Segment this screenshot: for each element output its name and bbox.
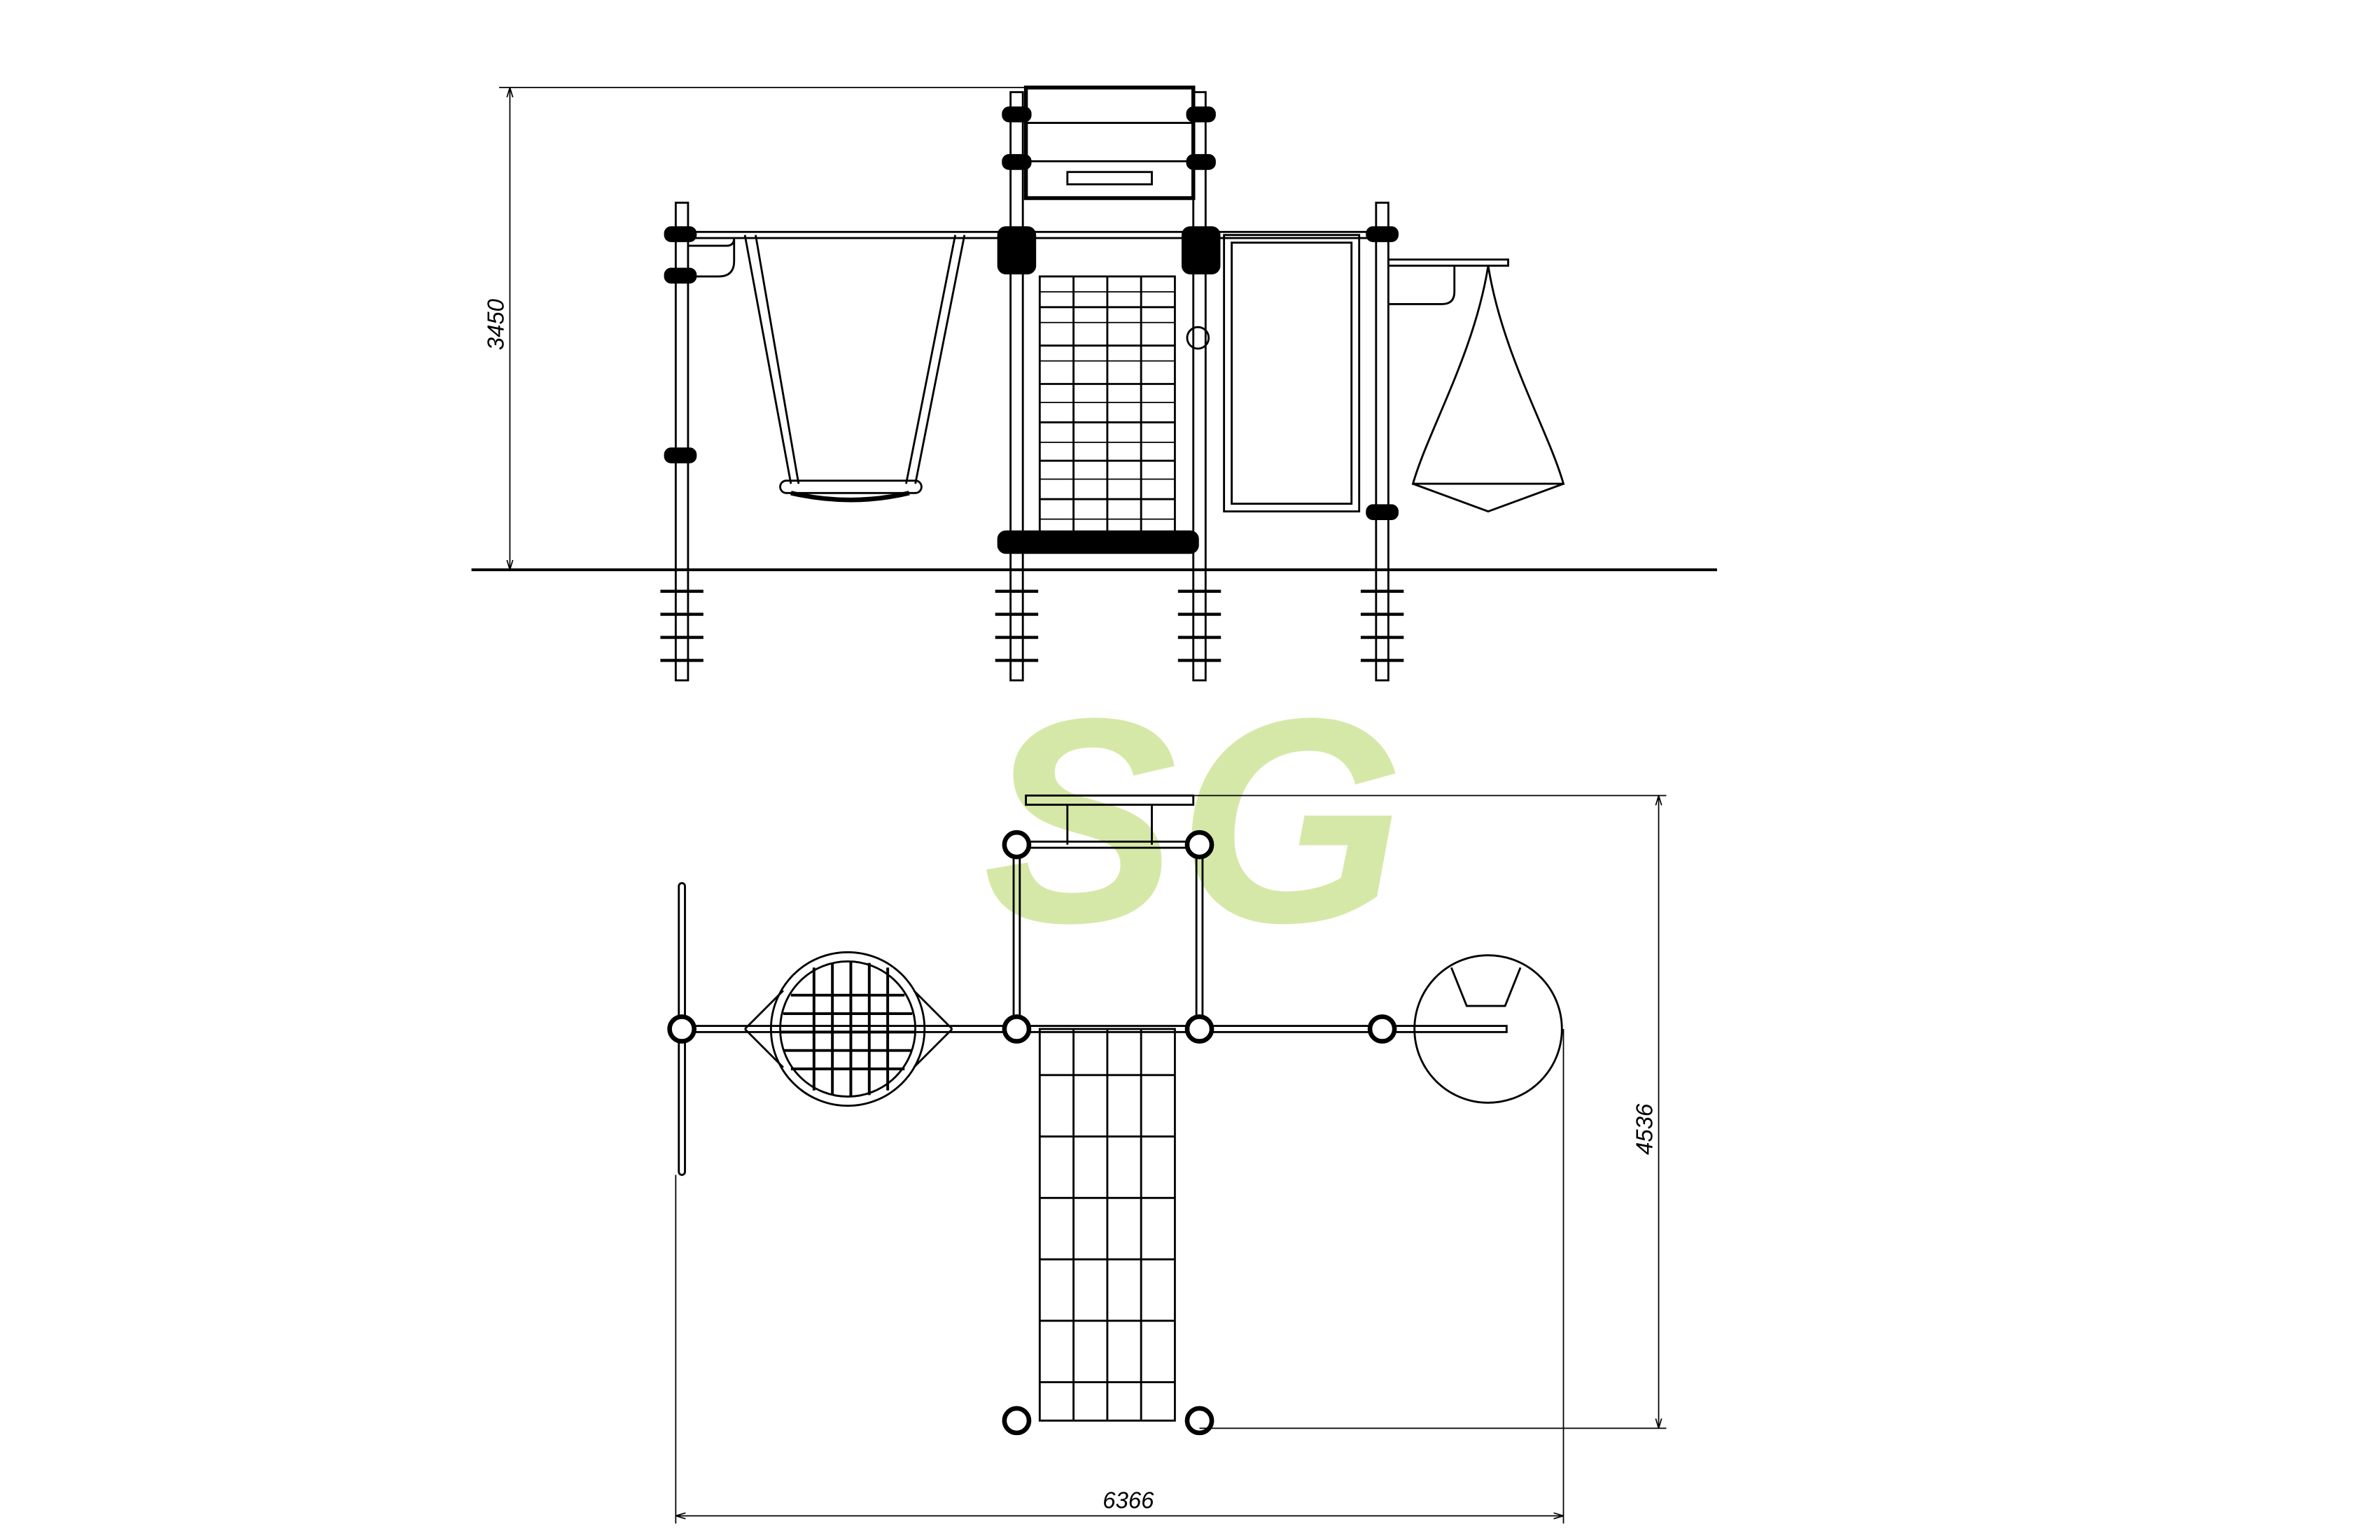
- height-dimension-label: 3450: [483, 298, 509, 350]
- height-dimension: 3450: [483, 87, 1026, 570]
- logo-text: SG: [983, 658, 1404, 983]
- round-net: [744, 951, 953, 1107]
- swing: [687, 234, 966, 503]
- wall-panel: [1186, 234, 1361, 513]
- plan-posts: [667, 830, 1397, 1436]
- tower-roof: [664, 85, 1399, 554]
- bench-top: [1025, 794, 1195, 845]
- posts: [674, 91, 1390, 682]
- climbing-net-ladder: [1038, 275, 1176, 536]
- plan-view: 4536 6366: [667, 794, 1667, 1524]
- nest-swing: [1387, 258, 1565, 513]
- post-anchors: [660, 589, 1404, 662]
- width-dimension-label: 6366: [1102, 1488, 1154, 1513]
- net-ladder-plan: [1038, 1028, 1176, 1422]
- logo-watermark: SG: [983, 658, 1404, 983]
- width-dimension: 6366: [675, 1028, 1564, 1524]
- nest-swing-plan: [1413, 954, 1563, 1104]
- depth-dimension: 4536: [1193, 794, 1667, 1429]
- depth-dimension-label: 4536: [1632, 1103, 1658, 1155]
- elevation-view: 3450: [471, 85, 1717, 682]
